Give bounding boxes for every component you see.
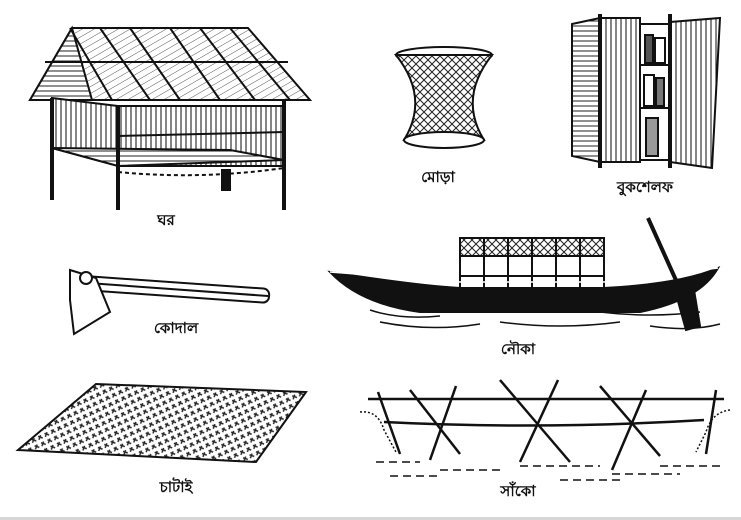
label-spade: কোদাল <box>153 319 199 337</box>
label-bridge: সাঁকো <box>500 482 536 500</box>
woven-mat-illustration <box>15 382 308 464</box>
bottom-border <box>0 517 741 520</box>
label-house: ঘর <box>157 211 175 229</box>
label-bookshelf: বুকশেলফ <box>617 178 673 196</box>
spade-illustration <box>69 268 271 336</box>
cane-stool-illustration <box>393 46 495 149</box>
label-boat: নৌকা <box>500 340 536 358</box>
boat-illustration <box>327 217 721 332</box>
stilt-house-illustration <box>28 25 313 210</box>
label-stool: মোড়া <box>421 168 455 186</box>
bamboo-bookshelf-illustration <box>571 14 722 170</box>
label-mat: চাটাই <box>159 478 193 496</box>
bamboo-bridge-illustration <box>359 379 731 481</box>
